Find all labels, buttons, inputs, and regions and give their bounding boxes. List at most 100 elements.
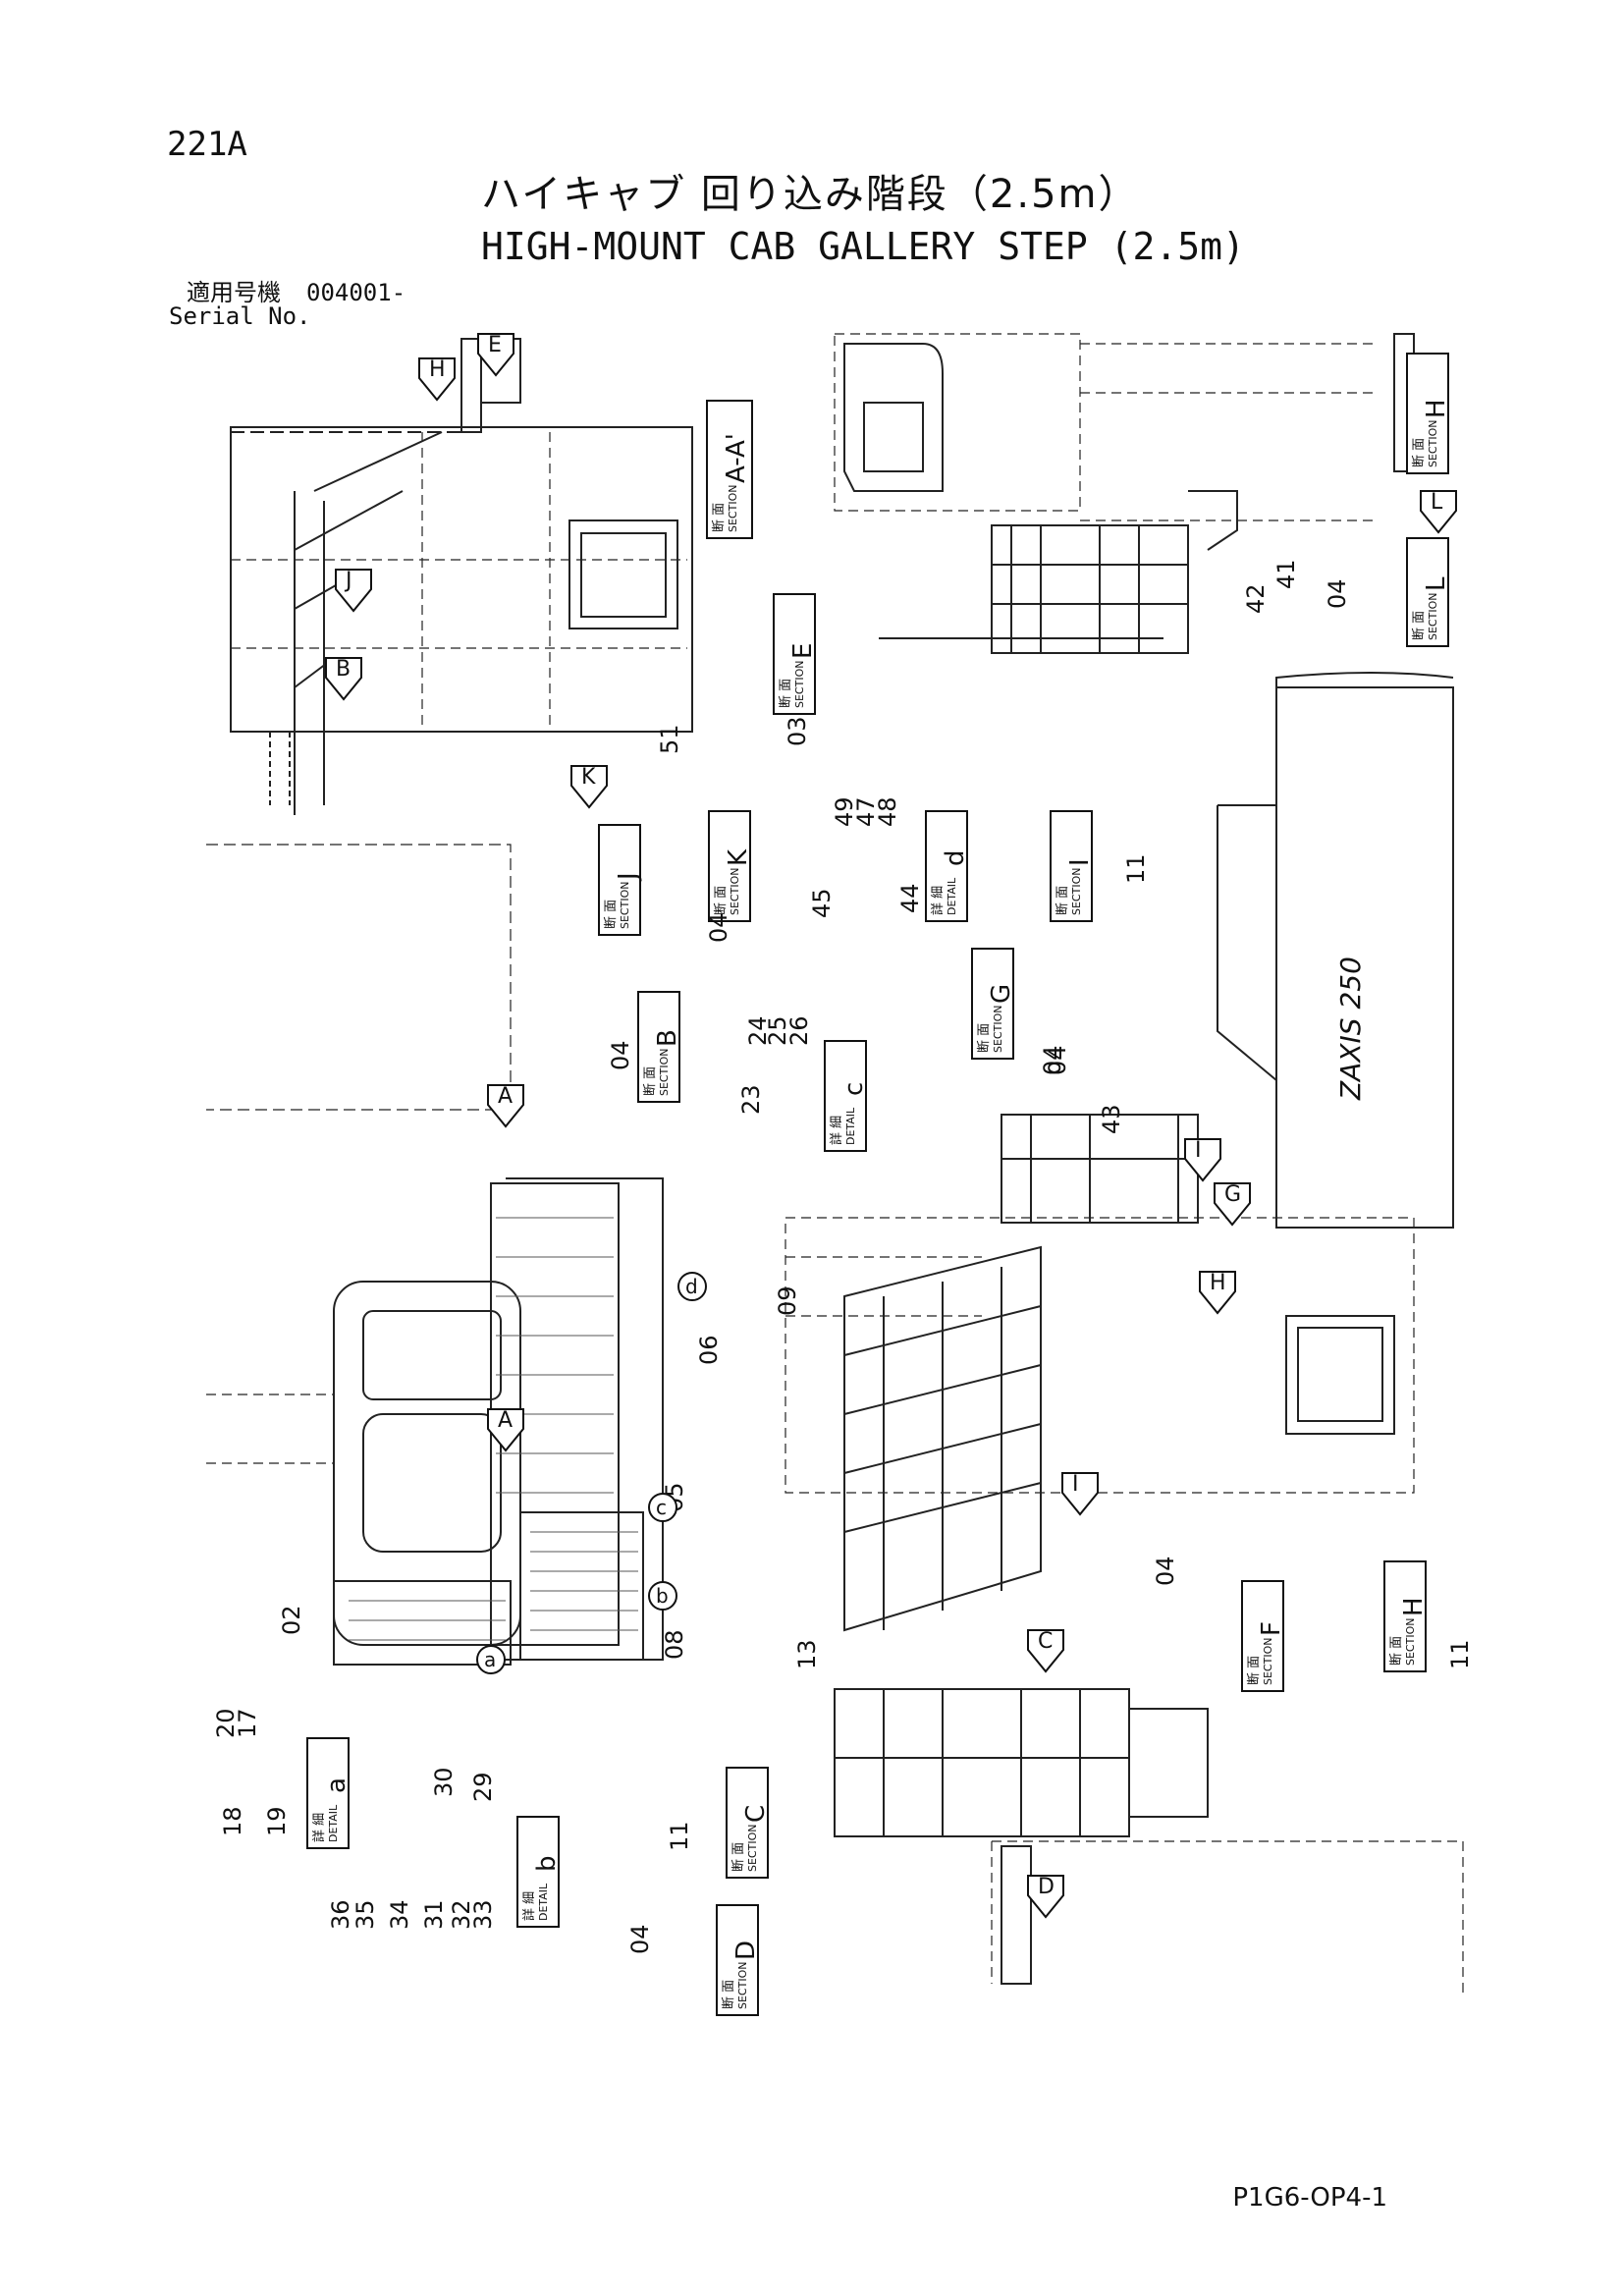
detail-letter: c <box>656 1496 667 1519</box>
cab-plan <box>333 1281 521 1646</box>
part-number: 25 <box>764 1015 791 1046</box>
arrow-letter: C <box>1038 1629 1053 1654</box>
view-label-box-f <box>1241 1580 1284 1692</box>
detail-circle <box>476 1645 506 1674</box>
detail-circle <box>648 1493 677 1522</box>
view-label-ja: 詳 細 <box>521 1891 537 1921</box>
view-label-box-l <box>1406 537 1449 647</box>
view-label-box-b <box>637 991 680 1103</box>
view-label-box-h-top <box>1406 353 1449 474</box>
view-label-box-a-a <box>706 400 753 539</box>
view-label-key: L <box>1422 576 1451 591</box>
side-window <box>1285 1315 1395 1435</box>
arrow-letter: G <box>1224 1182 1241 1207</box>
view-arrow-b: B <box>325 657 362 701</box>
part-number: 04 <box>626 1924 654 1954</box>
part-number: 41 <box>1272 559 1300 589</box>
arrow-letter: I <box>1072 1472 1079 1497</box>
view-arrow-a: A <box>487 1084 524 1128</box>
view-label-ja: 断 面 <box>643 1066 658 1096</box>
view-arrow-h: H <box>418 357 456 402</box>
arrow-head <box>1061 1472 1099 1516</box>
handrail-frame-top <box>991 524 1189 654</box>
view-label-key: a <box>322 1777 352 1793</box>
view-label-box-a-detail <box>306 1737 350 1849</box>
part-number: 36 <box>327 1899 354 1930</box>
handrail-frame-lower <box>834 1688 1130 1837</box>
arrow-letter: A <box>498 1408 513 1433</box>
machine-body-side <box>1275 686 1454 1229</box>
cab-window <box>568 519 678 629</box>
view-label-en: SECTION <box>727 485 739 532</box>
view-label-en: SECTION <box>729 868 741 915</box>
arrow-head <box>418 357 456 402</box>
part-number: 03 <box>784 716 811 746</box>
part-number: 35 <box>352 1899 379 1930</box>
arrow-letter: K <box>581 765 596 790</box>
detail-circle <box>677 1272 707 1301</box>
part-number: 34 <box>386 1899 413 1930</box>
view-label-en: DETAIL <box>327 1804 340 1842</box>
arrow-letter: L <box>1431 490 1443 515</box>
page-number: 221A <box>167 125 247 164</box>
arrow-head <box>1420 490 1457 534</box>
view-label-ja: 断 面 <box>1412 611 1427 640</box>
view-label-key: C <box>741 1805 771 1823</box>
part-number: 08 <box>661 1629 688 1660</box>
view-label-en: SECTION <box>746 1825 759 1872</box>
view-label-key: F <box>1257 1621 1286 1636</box>
part-number: 04 <box>607 1040 634 1070</box>
view-label-en: SECTION <box>658 1049 671 1096</box>
view-arrow-c: C <box>1027 1629 1064 1673</box>
view-arrow-l: L <box>1420 490 1457 534</box>
arrow-letter: D <box>1038 1875 1055 1899</box>
arrow-head <box>570 765 608 809</box>
part-number: 04 <box>1039 1045 1066 1075</box>
view-label-key: E <box>788 643 818 659</box>
part-number: 19 <box>263 1806 291 1836</box>
arrow-letter: E <box>488 333 502 357</box>
view-label-key: c <box>839 1082 869 1096</box>
arrow-letter: J <box>344 569 352 593</box>
view-label-en: SECTION <box>1262 1638 1274 1685</box>
view-label-en: SECTION <box>793 661 806 708</box>
view-label-en: DETAIL <box>537 1883 550 1921</box>
view-label-key: G <box>987 984 1016 1004</box>
diagram-linework <box>206 333 1464 1994</box>
view-label-en: SECTION <box>736 1962 749 2009</box>
view-arrow-d: D <box>1027 1875 1064 1919</box>
part-number: 42 <box>1242 583 1270 614</box>
detail-circle <box>648 1581 677 1611</box>
machine-logo: ZAXIS 250 <box>1334 957 1367 1101</box>
view-label-ja: 断 面 <box>779 679 793 708</box>
part-number: 24 <box>744 1015 772 1046</box>
part-number: 20 <box>212 1708 240 1738</box>
view-label-en: SECTION <box>1404 1618 1417 1666</box>
view-label-key: H <box>1399 1597 1429 1616</box>
view-label-box-c-detail <box>824 1040 867 1152</box>
part-number: 02 <box>278 1605 305 1635</box>
serial-label-japanese: 適用号機 <box>187 279 281 306</box>
view-label-ja: 断 面 <box>722 1980 736 2009</box>
part-number: 11 <box>1122 853 1150 884</box>
part-number: 18 <box>219 1806 246 1836</box>
view-label-key: d <box>941 849 970 866</box>
detail-letter: d <box>685 1275 698 1298</box>
part-number: 45 <box>808 888 836 918</box>
serial-label-english: Serial No. <box>169 302 311 330</box>
drawing-code: P1G6-OP4-1 <box>1232 2183 1387 2213</box>
view-arrow-k: K <box>570 765 608 809</box>
